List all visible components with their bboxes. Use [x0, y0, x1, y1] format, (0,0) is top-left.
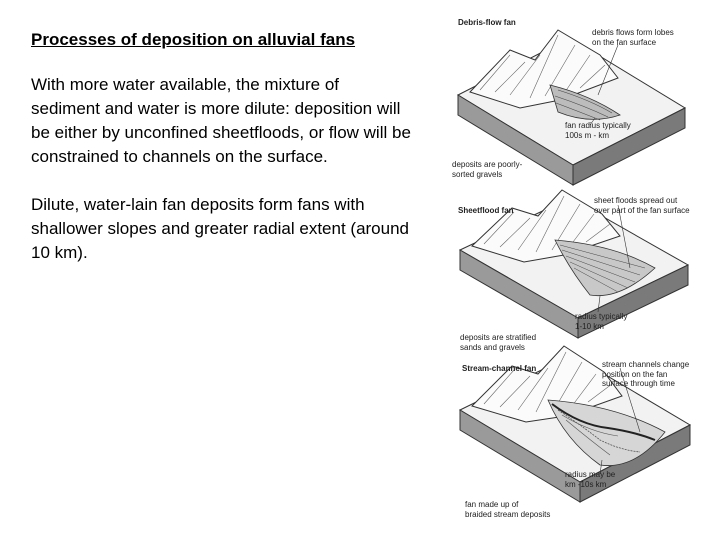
text-column: Processes of deposition on alluvial fans…: [31, 30, 411, 289]
debris-flow-radius: fan radius typically 100s m - km: [565, 121, 631, 140]
fan-block-diagrams: [440, 0, 720, 540]
stream-channel-radius: radius may be km -10s km: [565, 470, 615, 489]
debris-flow-deposits: deposits are poorly- sorted gravels: [452, 160, 522, 179]
paragraph-water-lain-fans: Dilute, water-lain fan deposits form fan…: [31, 193, 411, 265]
paragraph-water-dilution: With more water available, the mixture o…: [31, 73, 411, 169]
sheetflood-radius: radius typically 1-10 km: [575, 312, 627, 331]
sheetflood-fan-heading: Sheetflood fan: [458, 206, 514, 216]
sheetflood-callout: sheet floods spread out over part of the…: [594, 196, 690, 215]
stream-channel-callout: stream channels change position on the f…: [602, 360, 689, 389]
debris-flow-callout: debris flows form lobes on the fan surfa…: [592, 28, 674, 47]
sheetflood-deposits: deposits are stratified sands and gravel…: [460, 333, 536, 352]
alluvial-fan-diagram: Debris-flow fan debris flows form lobes …: [440, 0, 720, 540]
stream-channel-deposits: fan made up of braided stream deposits: [465, 500, 550, 519]
slide-title: Processes of deposition on alluvial fans: [31, 30, 411, 50]
stream-channel-fan-heading: Stream-channel fan: [462, 364, 536, 374]
debris-flow-fan-heading: Debris-flow fan: [458, 18, 516, 28]
